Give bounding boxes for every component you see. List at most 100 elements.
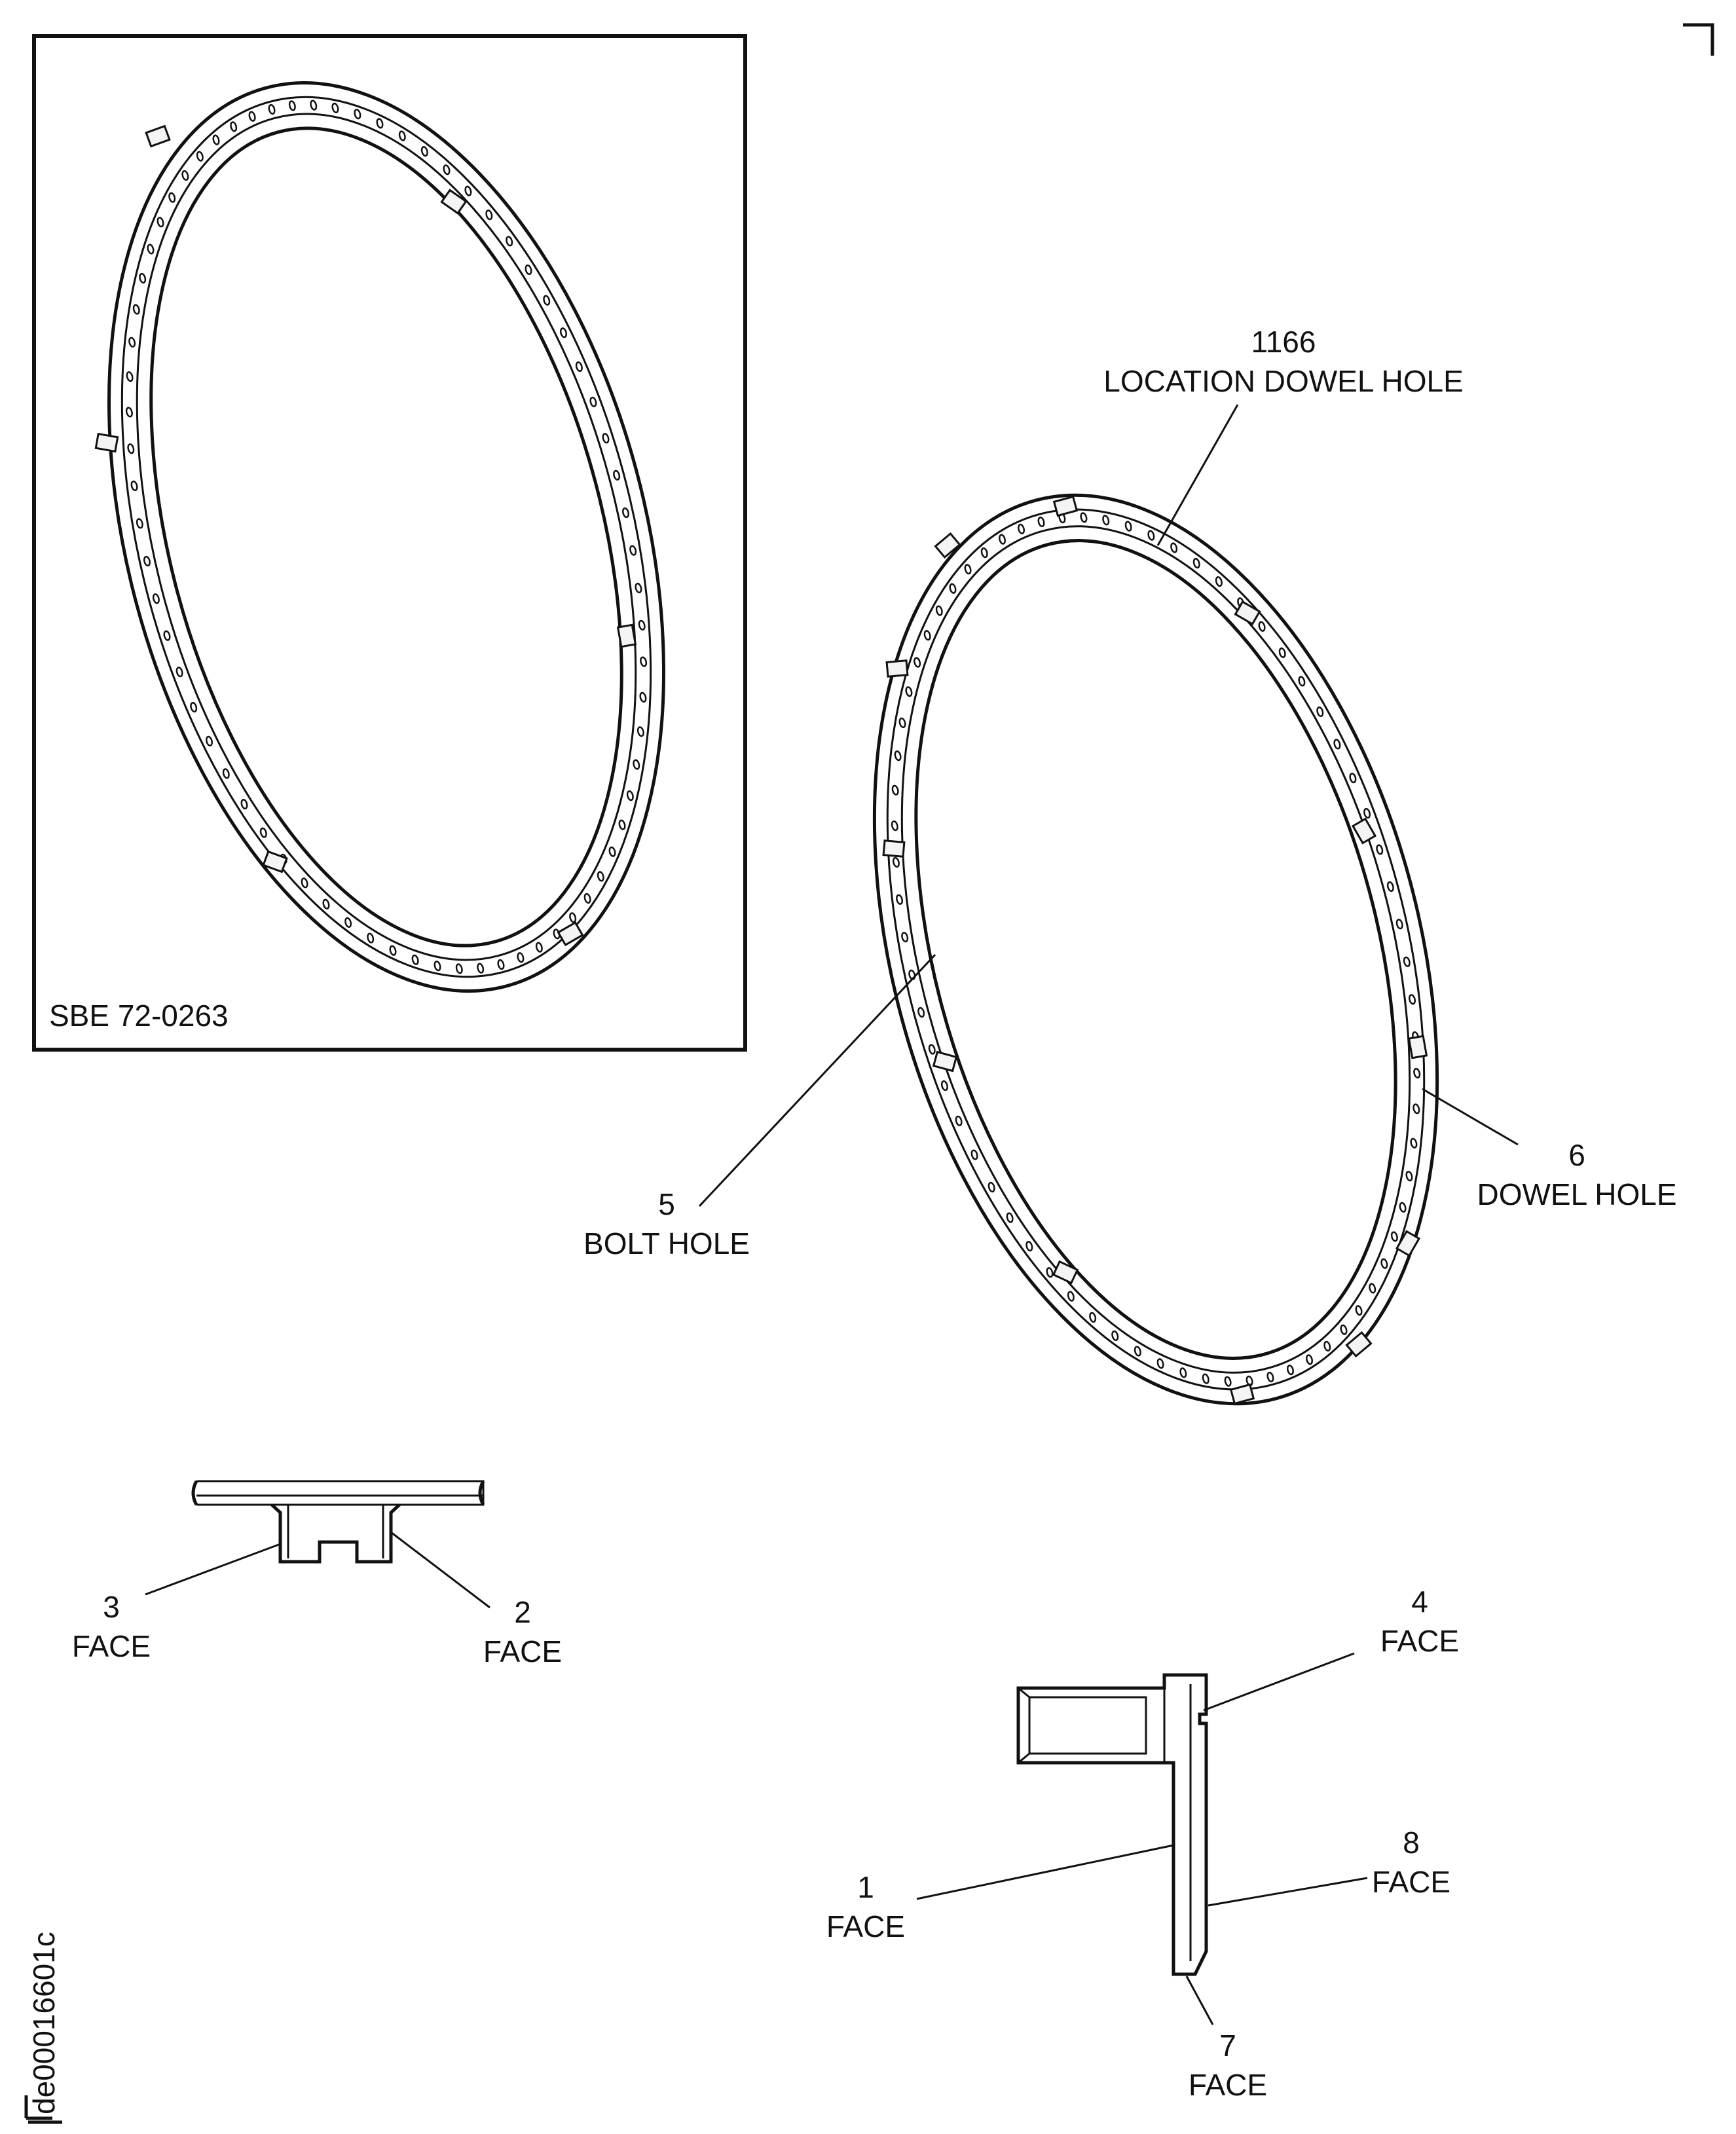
bolt-hole [1413,1067,1421,1079]
callout-7-number: 7 [1219,2029,1236,2063]
bolt-hole [901,932,909,943]
bolt-hole [891,784,899,796]
callout-1-text: FACE [826,1909,905,1943]
leader-8 [1208,1877,1368,1907]
bolt-hole [892,856,900,868]
main-ring [872,493,1439,1406]
bolt-hole [1102,515,1110,526]
bolt-hole [344,917,352,928]
inset-label: SBE 72-0263 [49,999,229,1033]
bolt-hole [205,735,213,746]
callout-1-number: 1 [857,1870,874,1904]
bolt-hole [1355,1305,1363,1316]
leader-6 [1422,1088,1519,1146]
bolt-hole [157,217,164,228]
bolt-hole [602,433,610,444]
bolt-hole [322,898,330,910]
bolt-hole [240,798,248,810]
bolt-hole [1258,621,1266,632]
bolt-hole [1363,807,1371,819]
callout-7: 7 FACE [1185,1976,1267,2102]
bolt-hole [152,593,160,604]
bolt-hole [168,192,176,203]
bolt-hole [455,963,463,974]
bolt-hole [517,952,525,963]
bolt-hole [1403,956,1411,967]
callout-4: 4 FACE [1203,1585,1459,1712]
bolt-hole [525,264,532,276]
bolt-hole [301,877,308,889]
bolt-hole [1380,1258,1388,1269]
section-a [191,1480,485,1564]
bolt-hole [196,151,204,162]
bolt-hole [608,846,616,857]
main-bolt-holes [891,512,1421,1387]
bolt-hole [1025,1241,1033,1252]
bolt-hole [928,1044,936,1055]
bolt-hole [136,518,143,529]
bolt-hole [1017,523,1025,534]
callout-5-number: 5 [658,1187,675,1221]
bolt-hole [1390,1231,1398,1242]
bolt-hole [1349,773,1357,784]
callout-3-number: 3 [103,1590,120,1624]
bolt-hole [125,407,133,418]
bolt-hole [1386,881,1394,892]
bolt-hole [1224,1376,1232,1387]
bolt-hole [190,701,198,713]
bolt-hole [1333,739,1341,750]
bolt-hole [143,555,151,567]
bolt-hole [1399,1202,1407,1213]
figure-id-text: de00016601c [27,1932,61,2114]
bolt-hole [1405,1171,1413,1182]
bolt-hole [618,819,626,830]
bolt-hole [1316,706,1324,718]
bolt-hole [955,1115,963,1126]
bolt-hole [389,945,397,956]
bolt-hole [248,111,256,122]
bolt-hole [1369,1283,1376,1294]
bolt-hole [575,361,583,373]
bolt-hole [464,185,472,196]
callout-6-number: 6 [1568,1138,1585,1172]
bolt-hole [1278,647,1286,658]
callout-2: 2 FACE [390,1531,562,1668]
bolt-hole [259,827,267,838]
bolt-hole [1305,1354,1314,1365]
inset-bolt-holes [125,100,648,974]
bolt-hole [331,102,339,113]
bolt-hole [1298,676,1306,687]
bolt-hole [980,547,988,559]
leader-1166 [1156,404,1239,546]
bolt-hole [1266,1371,1274,1383]
bolt-hole [1192,557,1200,569]
bolt-hole [1170,542,1178,553]
bolt-hole [935,605,943,616]
bolt-hole [638,619,646,631]
callout-8-text: FACE [1372,1865,1450,1899]
bolt-hole [477,963,485,974]
callout-1166-number: 1166 [1251,325,1316,359]
bolt-hole [633,759,640,770]
bolt-hole [1179,1367,1187,1378]
leader-7 [1185,1976,1214,2025]
bolt-hole [132,304,140,315]
bolt-hole [147,244,155,255]
callout-5-text: BOLT HOLE [583,1226,750,1260]
leader-1 [916,1844,1174,1900]
bolt-hole [1089,1312,1097,1323]
callout-8-number: 8 [1403,1826,1420,1860]
callout-1: 1 FACE [826,1844,1174,1943]
bolt-hole [310,100,318,111]
bolt-hole [411,954,419,965]
bolt-hole [1067,1291,1075,1302]
bolt-hole [230,121,238,132]
figure-id: de00016601c [27,1932,62,2124]
bolt-hole [127,443,135,454]
bolt-hole [626,790,634,801]
bolt-hole [635,582,642,594]
bolt-hole [497,959,505,970]
bolt-hole [1413,1103,1420,1114]
bolt-hole [569,912,577,923]
leader-3 [145,1543,281,1596]
